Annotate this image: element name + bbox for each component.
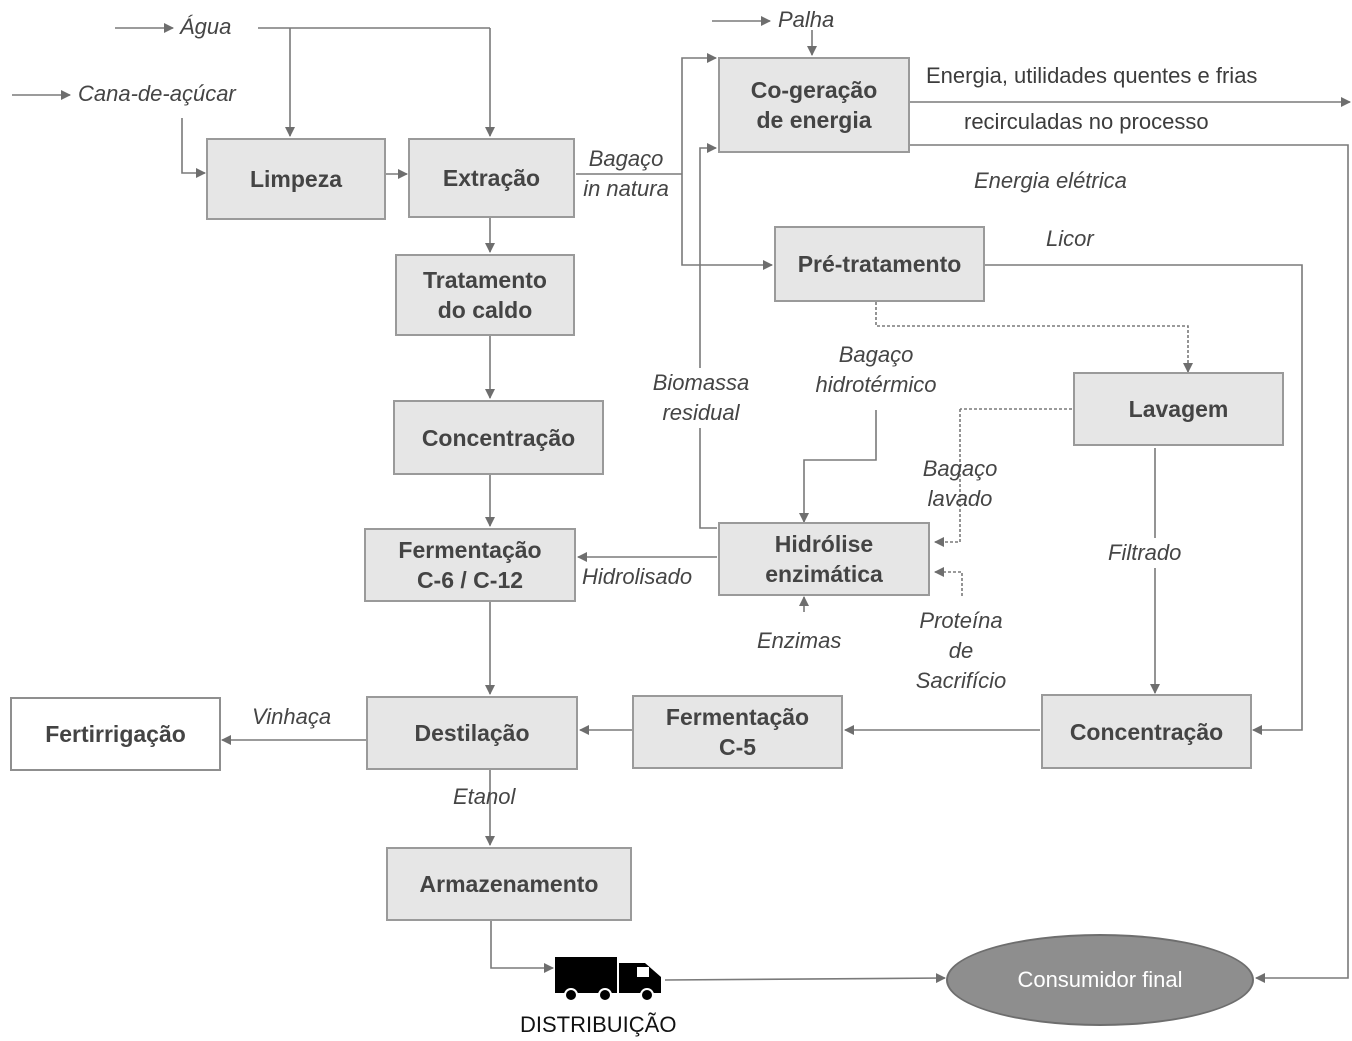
- arrow-proteina-hidrolise: [934, 567, 963, 596]
- consumidor-final-node: Consumidor final: [946, 934, 1254, 1026]
- arrow-energia-eletrica: [910, 144, 1349, 983]
- label-bagaco-lavado: Bagaço lavado: [922, 456, 998, 511]
- label-etanol: Etanol: [453, 784, 516, 809]
- label-licor: Licor: [1046, 226, 1094, 251]
- box-cogeracao-energia: Co-geração de energia: [718, 57, 910, 153]
- box-armazenamento: Armazenamento: [386, 847, 632, 921]
- label-hidrolisado: Hidrolisado: [582, 564, 693, 589]
- box-tratamento-caldo: Tratamento do caldo: [395, 254, 575, 336]
- label-enzimas: Enzimas: [757, 628, 842, 653]
- arrow-armazenamento-distribuicao: [490, 921, 554, 973]
- arrow-licor-concentracao: [985, 264, 1303, 735]
- arrow-bagaco-lavado-hidrolise: [934, 409, 961, 547]
- arrow-distribuicao-consumidor: [664, 973, 946, 984]
- truck-icon: [555, 957, 661, 1002]
- box-destilacao: Destilação: [366, 696, 578, 770]
- box-fermentacao-c6-c12: Fermentação C-6 / C-12: [364, 528, 576, 602]
- input-cana-label: Cana-de-açúcar: [78, 81, 236, 106]
- box-limpeza: Limpeza: [206, 138, 386, 220]
- box-pre-tratamento: Pré-tratamento: [774, 226, 985, 302]
- label-vinhaca: Vinhaça: [252, 704, 332, 729]
- box-fermentacao-c5: Fermentação C-5: [632, 695, 843, 769]
- arrow-cana-limpeza: [181, 118, 206, 178]
- box-extracao: Extração: [408, 138, 575, 218]
- label-bagaco-hidrotermico: Bagaço hidrotérmico: [815, 342, 937, 397]
- input-agua-label: Água: [180, 14, 232, 39]
- box-concentracao-2: Concentração: [1041, 694, 1252, 769]
- label-energia-utilidades-1: Energia, utilidades quentes e frias: [926, 63, 1258, 88]
- box-concentracao-1: Concentração: [393, 400, 604, 475]
- label-filtrado: Filtrado: [1108, 538, 1182, 568]
- box-lavagem: Lavagem: [1073, 372, 1284, 446]
- label-biomassa-residual: Biomassa residual: [636, 368, 766, 428]
- label-bagaco-in-natura: Bagaço in natura: [583, 146, 669, 201]
- arrow-bagaco-cogeracao: [681, 53, 717, 174]
- input-palha-label: Palha: [778, 7, 835, 32]
- arrow-bagaco-hidro-hidrolise: [799, 410, 877, 523]
- box-hidrolise-enzimatica: Hidrólise enzimática: [718, 522, 930, 596]
- label-energia-utilidades-2: recirculadas no processo: [964, 109, 1209, 134]
- label-energia-eletrica: Energia elétrica: [974, 168, 1127, 193]
- box-fertirrigacao: Fertirrigação: [10, 697, 221, 771]
- arrow-biomassa-cogeracao: [699, 143, 717, 529]
- label-distribuicao: DISTRIBUIÇÃO: [520, 1012, 677, 1037]
- arrow-bagaco-pretratamento: [681, 174, 773, 270]
- arrow-pretratamento-lavagem: [875, 302, 1193, 373]
- label-proteina-sacrificio: Proteína de Sacrifício: [915, 608, 1007, 693]
